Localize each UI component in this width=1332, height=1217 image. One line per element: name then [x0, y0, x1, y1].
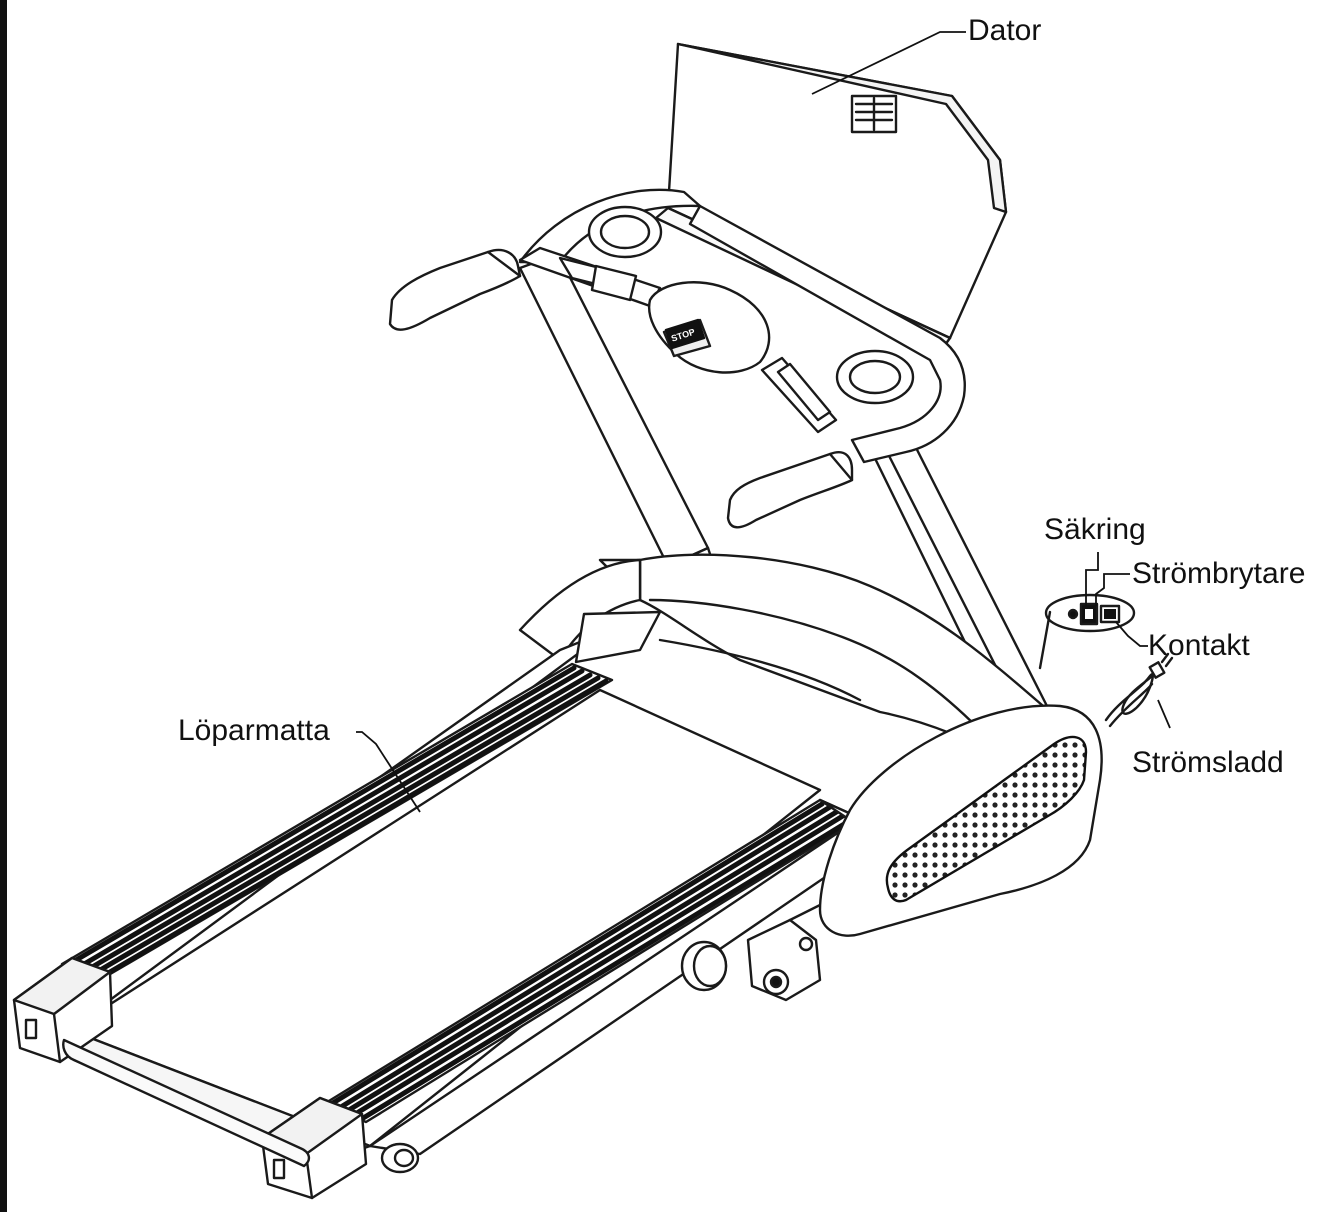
cup-holder-left	[587, 205, 663, 259]
callout-lines	[356, 31, 1171, 813]
cup-holder-right	[835, 349, 915, 405]
rear-roller	[62, 1038, 311, 1168]
leader-computer	[811, 31, 966, 95]
label-computer: Dator	[968, 14, 1042, 47]
end-cap-right	[260, 1096, 368, 1200]
label-power-switch: Strömbrytare	[1132, 557, 1306, 590]
leader-power-cord	[1157, 699, 1171, 729]
leader-running-belt	[356, 731, 421, 813]
label-fuse: Säkring	[1044, 513, 1146, 546]
end-cap-left	[12, 956, 114, 1064]
fuse-icon	[1067, 608, 1079, 620]
right-striped-rail	[322, 798, 862, 1124]
label-socket: Kontakt	[1148, 629, 1250, 662]
inner-handle-right	[760, 356, 838, 434]
power-panel	[1038, 593, 1136, 670]
base-bracket	[746, 898, 832, 1002]
leader-fuse	[1085, 552, 1099, 606]
left-striped-rail	[60, 662, 614, 982]
stop-panel: STOP	[647, 281, 771, 374]
label-running-belt: Löparmatta	[178, 714, 330, 747]
label-power-cord: Strömsladd	[1132, 746, 1284, 779]
console-display-icon	[850, 94, 898, 134]
handlebar-frame	[518, 188, 966, 464]
page-border	[0, 0, 7, 1212]
stop-button[interactable]: STOP	[664, 318, 706, 350]
adjustment-knob[interactable]	[680, 940, 728, 992]
motor-cover	[818, 704, 1103, 937]
leader-power-switch	[1095, 573, 1130, 606]
leader-socket	[1115, 621, 1148, 647]
rear-wheel	[380, 1142, 420, 1174]
inner-handle-left	[518, 246, 662, 308]
handlebar-right	[726, 451, 854, 529]
handlebar-left	[388, 248, 522, 331]
power-cord	[1104, 652, 1174, 728]
